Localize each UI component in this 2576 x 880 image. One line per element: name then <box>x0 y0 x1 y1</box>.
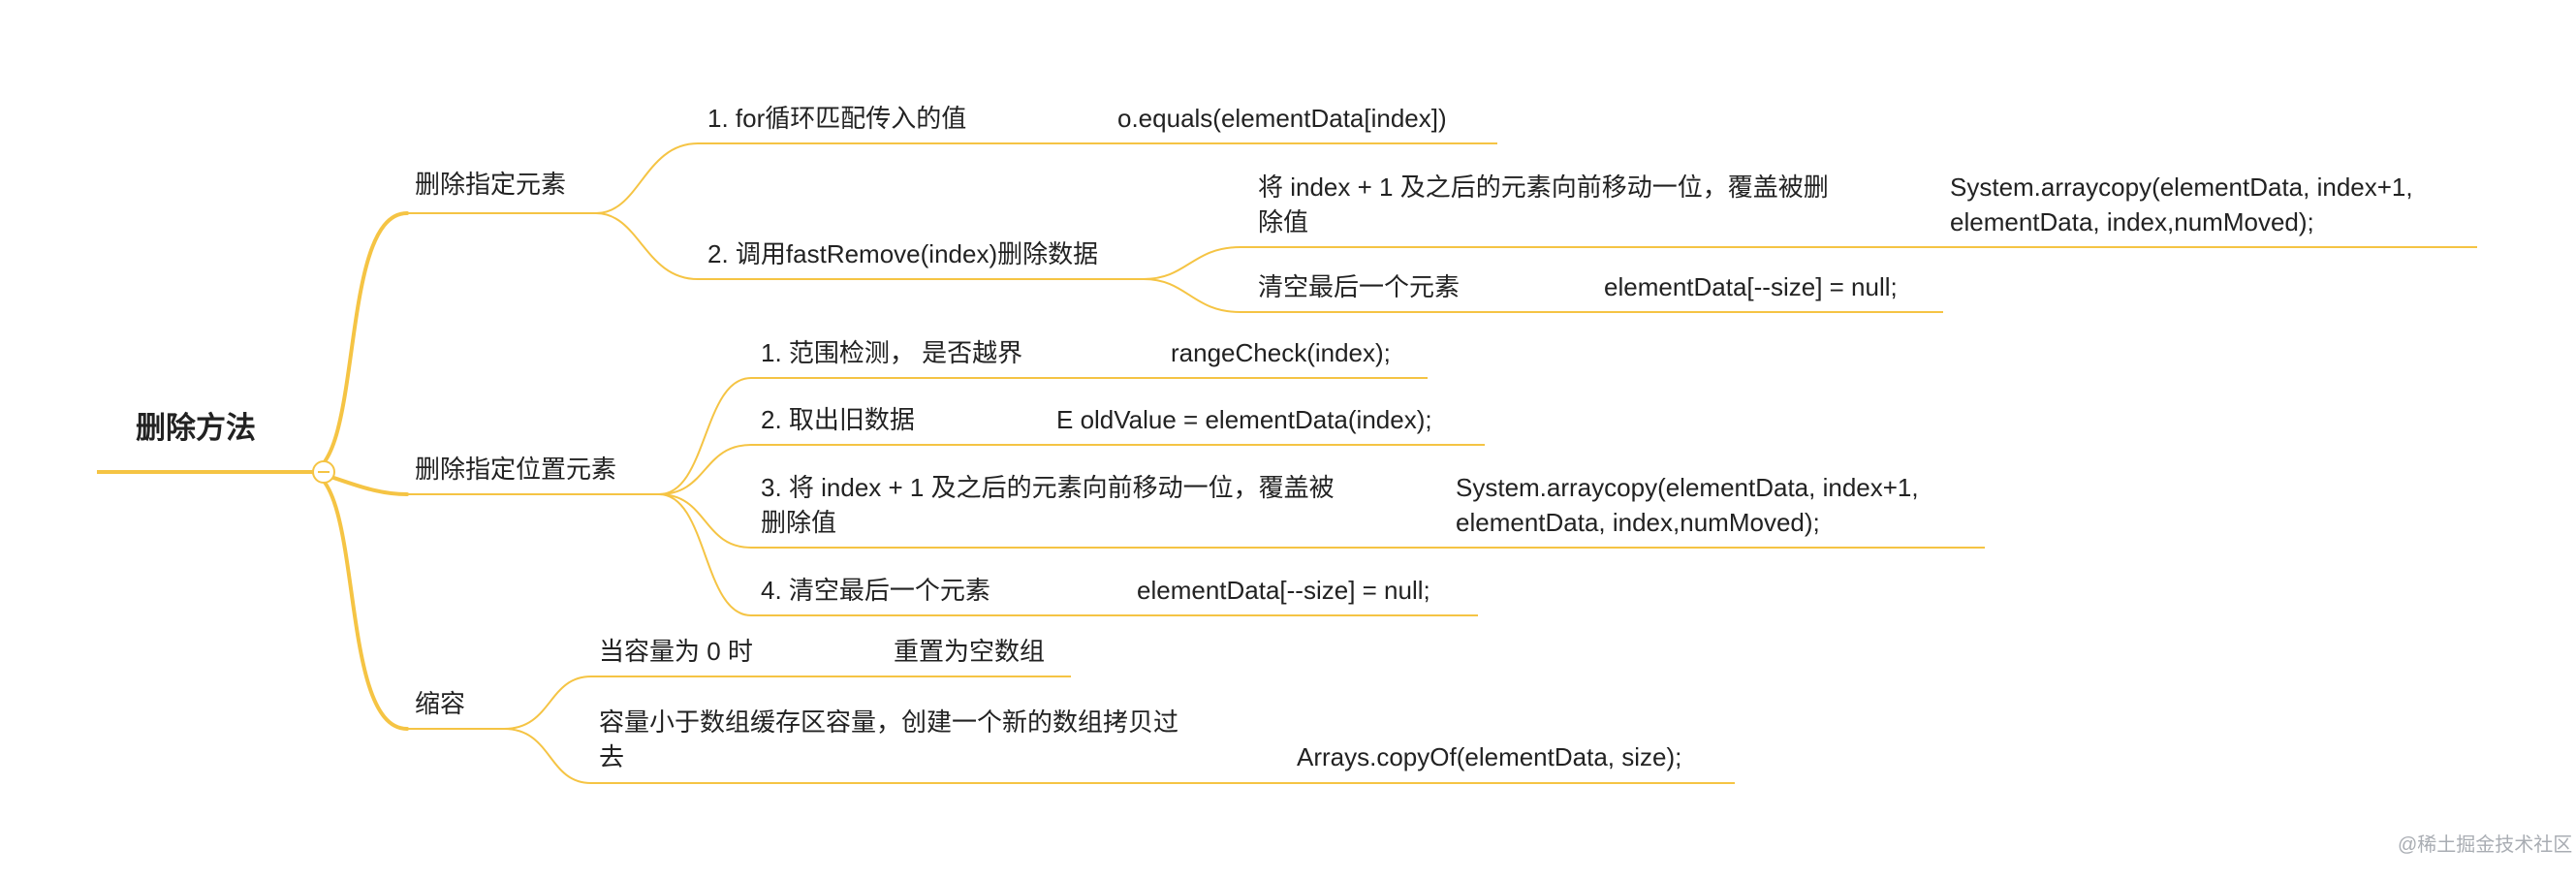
branch-delete-at-index[interactable]: 删除指定位置元素 <box>415 455 617 484</box>
edge-fast-remove-to-clear-last <box>1143 278 1241 313</box>
edge-delete-element-to-loop-match <box>595 142 699 214</box>
edge-fast-remove-to-arraycopy <box>1143 246 1241 280</box>
root-node[interactable]: 删除方法 <box>136 411 256 445</box>
node-zero-capacity-action: 重置为空数组 <box>894 637 1046 666</box>
edge-delete-at-index-to-range-check <box>658 377 752 495</box>
branch-delete-element[interactable]: 删除指定元素 <box>415 170 567 199</box>
node-loop-match[interactable]: 1. for循环匹配传入的值 <box>707 104 967 133</box>
node-fast-remove-shift[interactable]: 将 index + 1 及之后的元素向前移动一位，覆盖被删除值 <box>1258 173 1829 236</box>
node-old-value[interactable]: 2. 取出旧数据 <box>761 405 915 434</box>
node-old-value-code: E oldValue = elementData(index); <box>1056 405 1432 434</box>
edge-root-to-shrink <box>310 470 409 731</box>
node-fast-remove-clear-last-code: elementData[--size] = null; <box>1604 272 1898 301</box>
edge-delete-at-index-to-old-value <box>658 444 752 495</box>
node-fast-remove-clear-last[interactable]: 清空最后一个元素 <box>1258 272 1461 301</box>
edge-delete-element-to-fast-remove <box>595 212 699 280</box>
node-range-check-code: rangeCheck(index); <box>1171 338 1391 367</box>
node-shift-elements[interactable]: 3. 将 index + 1 及之后的元素向前移动一位，覆盖被删除值 <box>761 473 1335 537</box>
node-fast-remove-arraycopy-code: System.arraycopy(elementData, index+1, e… <box>1950 173 2413 236</box>
edge-shrink-to-zero-capacity <box>503 676 592 730</box>
node-loop-match-code: o.equals(elementData[index]) <box>1117 104 1447 133</box>
branch-shrink[interactable]: 缩容 <box>415 689 466 718</box>
node-fast-remove[interactable]: 2. 调用fastRemove(index)删除数据 <box>707 239 1099 268</box>
edge-shrink-to-copy-of <box>503 728 592 784</box>
node-copy-of-code: Arrays.copyOf(elementData, size); <box>1297 742 1682 771</box>
node-shift-elements-code: System.arraycopy(elementData, index+1, e… <box>1456 473 1919 537</box>
watermark: @稀土掘金技术社区 <box>2398 834 2573 856</box>
node-copy-of[interactable]: 容量小于数组缓存区容量，创建一个新的数组拷贝过去 <box>599 707 1179 771</box>
edge-delete-at-index-to-arraycopy <box>658 493 752 549</box>
node-clear-last-code: elementData[--size] = null; <box>1137 576 1430 605</box>
node-range-check[interactable]: 1. 范围检测， 是否越界 <box>761 338 1023 367</box>
node-zero-capacity[interactable]: 当容量为 0 时 <box>599 637 753 666</box>
edge-delete-at-index-to-clear-last <box>658 493 752 616</box>
node-clear-last[interactable]: 4. 清空最后一个元素 <box>761 576 990 605</box>
edge-root-to-delete-element <box>310 211 409 474</box>
